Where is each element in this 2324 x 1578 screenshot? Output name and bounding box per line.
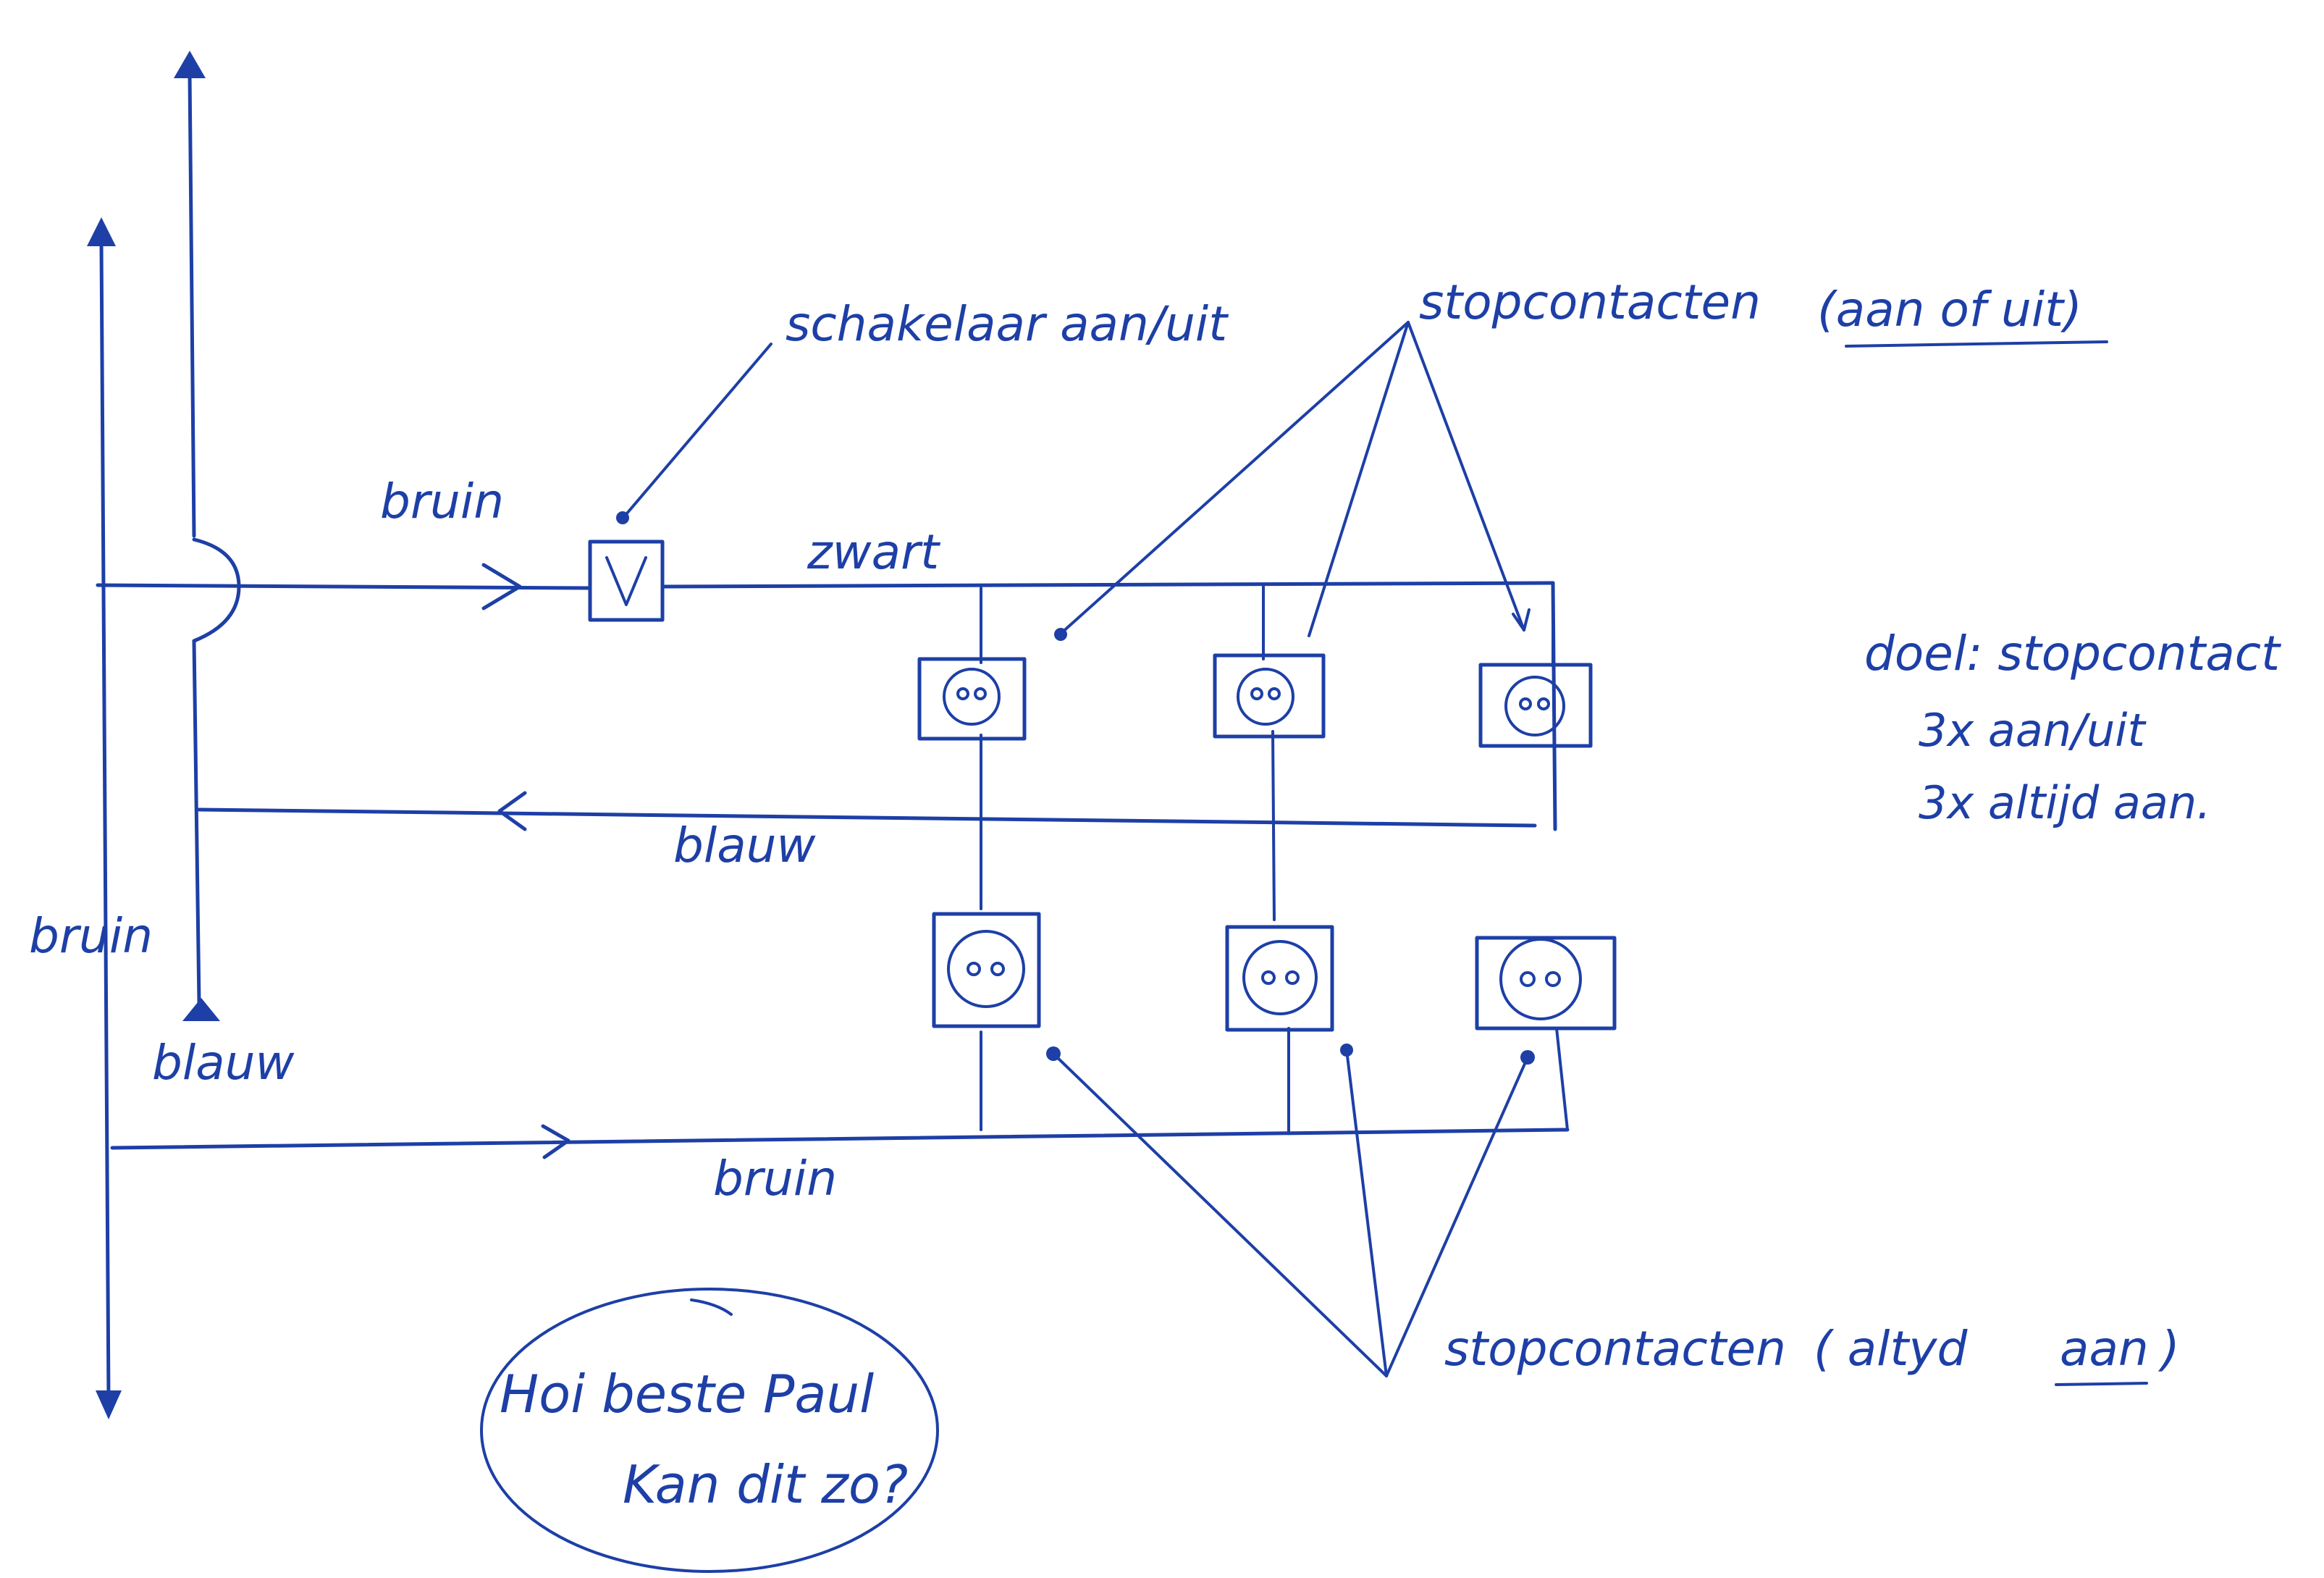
goal-line-1: doel: stopcontact bbox=[1864, 626, 2281, 681]
label-sockets-always-on: stopcontacten bbox=[1444, 1321, 1786, 1377]
wire-brown-bottom bbox=[110, 1027, 1570, 1159]
note-line-1: Hoi beste Paul bbox=[500, 1364, 874, 1424]
label-sockets-always-on-under: aan bbox=[2060, 1321, 2149, 1377]
goal-line-3: 3x altijd aan. bbox=[1919, 776, 2211, 829]
label-wire-brown-top: bruin bbox=[380, 474, 504, 529]
socket-switched-1 bbox=[917, 657, 1027, 741]
note-bubble bbox=[480, 1288, 939, 1573]
wire-blue-return bbox=[197, 730, 1537, 921]
leader-switch bbox=[616, 343, 772, 524]
label-wire-blue-left: blauw bbox=[152, 1035, 295, 1091]
label-wire-brown-bottom: bruin bbox=[713, 1151, 837, 1206]
wire-brown-top bbox=[96, 563, 592, 610]
note-line-2: Kan dit zo? bbox=[623, 1454, 908, 1515]
socket-switched-3 bbox=[1478, 663, 1593, 748]
supply-brown-vertical bbox=[87, 217, 122, 1419]
socket-always-on-3 bbox=[1475, 936, 1617, 1031]
label-sockets-always-on-pre: ( altyd bbox=[1814, 1321, 1968, 1377]
socket-always-on-2 bbox=[1225, 925, 1334, 1032]
label-sockets-switched-state: (aan of uit) bbox=[1817, 282, 2082, 337]
label-wire-black: zwart bbox=[807, 524, 940, 580]
label-wire-brown-left: bruin bbox=[29, 908, 153, 964]
underline-always-on bbox=[2055, 1382, 2148, 1386]
label-switch: schakelaar aan/uit bbox=[786, 296, 1229, 352]
label-sockets-always-on-post: ) bbox=[2157, 1321, 2180, 1377]
label-wire-blue-mid: blauw bbox=[673, 818, 817, 873]
leader-sockets-switched bbox=[1054, 321, 1531, 641]
leader-sockets-always-on bbox=[1046, 1044, 1535, 1377]
label-sockets-switched: stopcontacten bbox=[1419, 274, 1761, 330]
wire-black-switched bbox=[660, 581, 1557, 831]
socket-switched-2 bbox=[1213, 653, 1326, 739]
underline-switched-state bbox=[1845, 340, 2108, 348]
socket-always-on-1 bbox=[932, 912, 1041, 1028]
goal-line-2: 3x aan/uit bbox=[1919, 704, 2147, 757]
switch-symbol bbox=[588, 540, 665, 622]
supply-blue-vertical bbox=[174, 51, 241, 1021]
